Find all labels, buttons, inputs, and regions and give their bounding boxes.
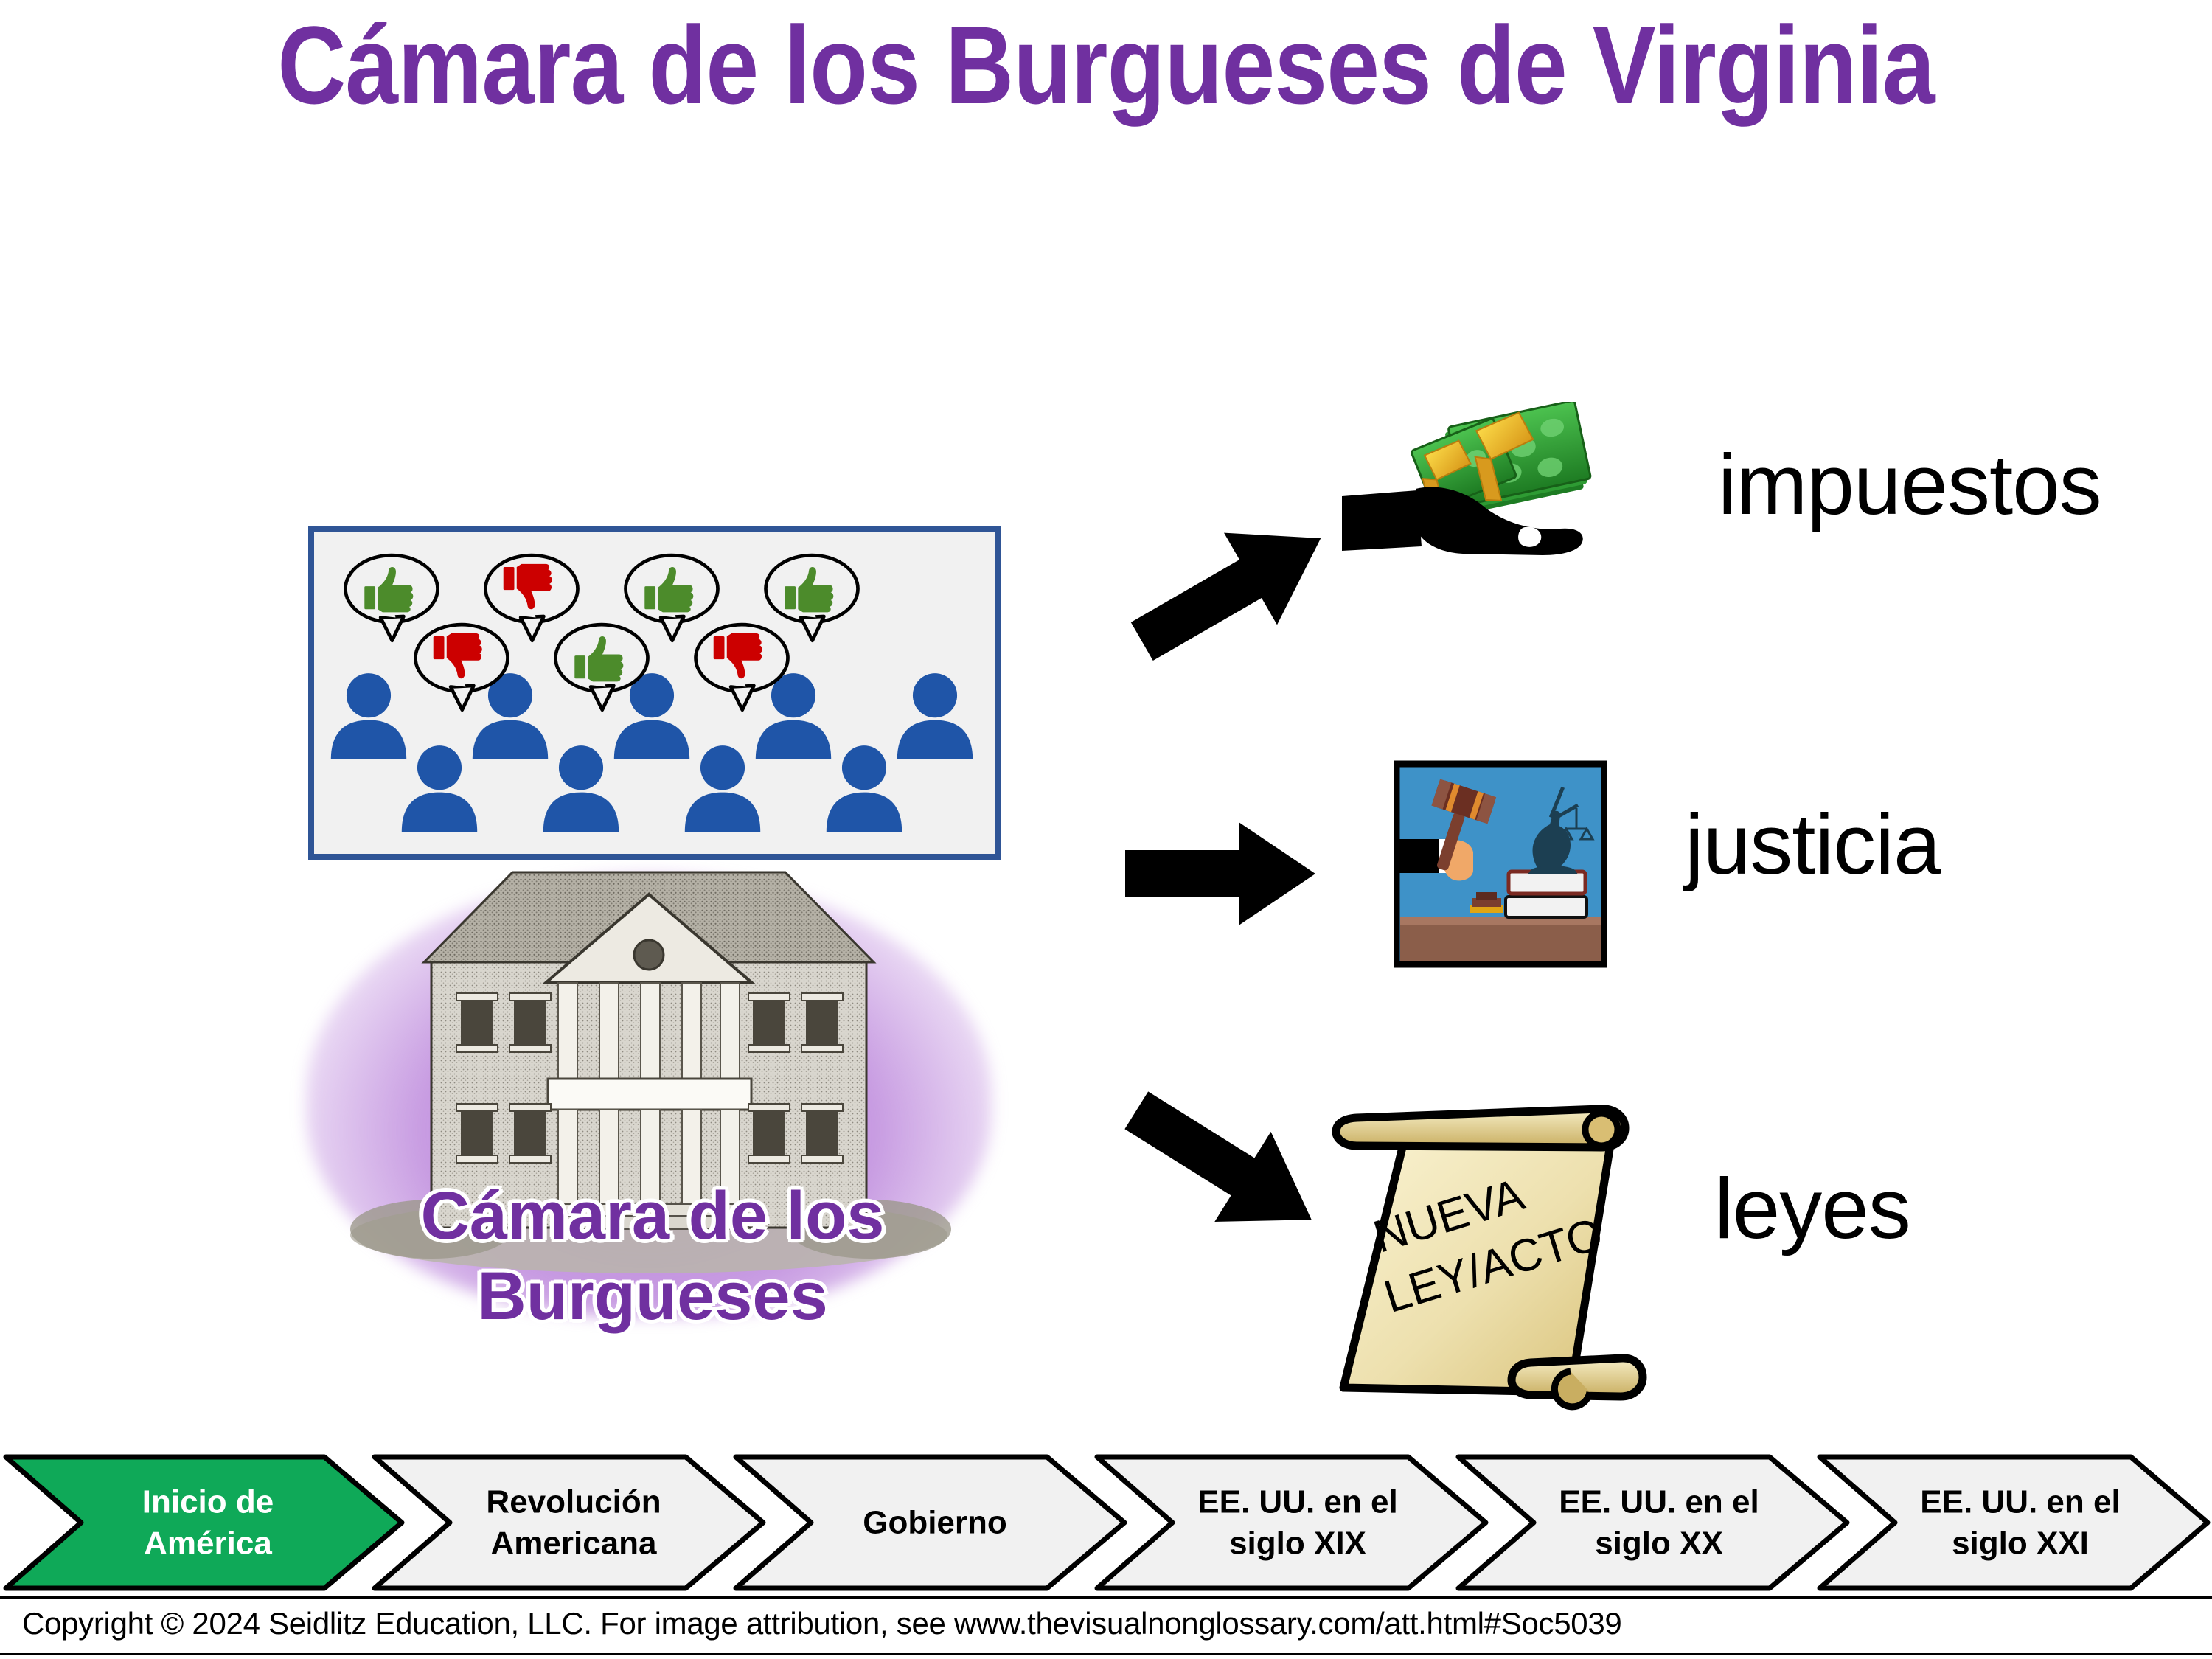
person-icon xyxy=(469,672,552,759)
timeline-label-5a: EE. UU. en el xyxy=(1559,1484,1759,1520)
timeline-label-4a: EE. UU. en el xyxy=(1197,1484,1397,1520)
row-label-impuestos: impuestos xyxy=(1718,437,2102,532)
timeline-label-6b: siglo XXI xyxy=(1952,1526,2089,1562)
speech-bubble-thumbs-up xyxy=(329,553,454,645)
timeline-label-2a: Revolución xyxy=(486,1484,661,1520)
timeline-chevron-inicio-de-america[interactable]: Inicio de América xyxy=(3,1454,405,1591)
timeline-chevron-gobierno[interactable]: Gobierno xyxy=(733,1454,1127,1591)
capitol-building-icon xyxy=(350,871,951,1273)
footer-divider-top xyxy=(0,1596,2212,1599)
building-caption: Cámara de los Burgueses xyxy=(420,1178,885,1334)
person-icon xyxy=(540,745,622,832)
copyright-text: Copyright © 2024 Seidlitz Education, LLC… xyxy=(22,1606,1622,1641)
person-icon xyxy=(398,745,481,832)
person-icon xyxy=(611,672,693,759)
person-icon xyxy=(327,672,410,759)
footer-divider-bottom xyxy=(0,1653,2212,1655)
person-icon xyxy=(823,745,905,832)
timeline-label-5b: siglo XX xyxy=(1595,1526,1723,1562)
speech-bubble-thumbs-down xyxy=(469,553,594,645)
assembly-voting-panel xyxy=(308,526,1001,860)
page-title: Cámara de los Burgueses de Virginia xyxy=(277,3,1935,127)
timeline-label-1b: América xyxy=(144,1526,272,1562)
timeline-chevron-ee-uu-siglo-xix[interactable]: EE. UU. en el siglo XIX xyxy=(1094,1454,1489,1591)
timeline-label-3a: Gobierno xyxy=(863,1505,1007,1541)
timeline-label-6a: EE. UU. en el xyxy=(1920,1484,2120,1520)
timeline-label-1a: Inicio de xyxy=(142,1484,274,1520)
person-icon xyxy=(681,745,764,832)
speech-bubble-thumbs-up xyxy=(539,622,664,714)
speech-bubble-thumbs-up xyxy=(749,553,874,645)
timeline-label-2b: Americana xyxy=(490,1526,657,1562)
hand-holding-money-icon xyxy=(1342,402,1681,594)
row-label-leyes: leyes xyxy=(1714,1161,1911,1256)
arrow-up-right-icon xyxy=(1121,509,1342,671)
speech-bubble-thumbs-up xyxy=(609,553,734,645)
timeline-chevron-revolucion-americana[interactable]: Revolución Americana xyxy=(372,1454,766,1591)
timeline-chevron-ee-uu-siglo-xx[interactable]: EE. UU. en el siglo XX xyxy=(1455,1454,1850,1591)
speech-bubble-thumbs-down xyxy=(679,622,804,714)
arrow-down-right-icon xyxy=(1113,1084,1335,1246)
gavel-and-lady-justice-icon xyxy=(1394,759,1607,970)
arrow-right-icon xyxy=(1121,815,1320,933)
row-label-justicia: justicia xyxy=(1685,796,1941,892)
timeline-bar: Inicio de América Revolución Americana G… xyxy=(0,1453,2212,1593)
timeline-chevron-ee-uu-siglo-xxi[interactable]: EE. UU. en el siglo XXI xyxy=(1817,1454,2211,1591)
scroll-icon: NUEVA LEY/ACTO xyxy=(1327,1099,1652,1416)
timeline-label-4b: siglo XIX xyxy=(1229,1526,1366,1562)
speech-bubble-thumbs-down xyxy=(399,622,524,714)
person-icon xyxy=(752,672,835,759)
person-icon xyxy=(894,672,976,759)
house-of-burgesses-illustration: Cámara de los Burgueses xyxy=(262,852,1043,1353)
